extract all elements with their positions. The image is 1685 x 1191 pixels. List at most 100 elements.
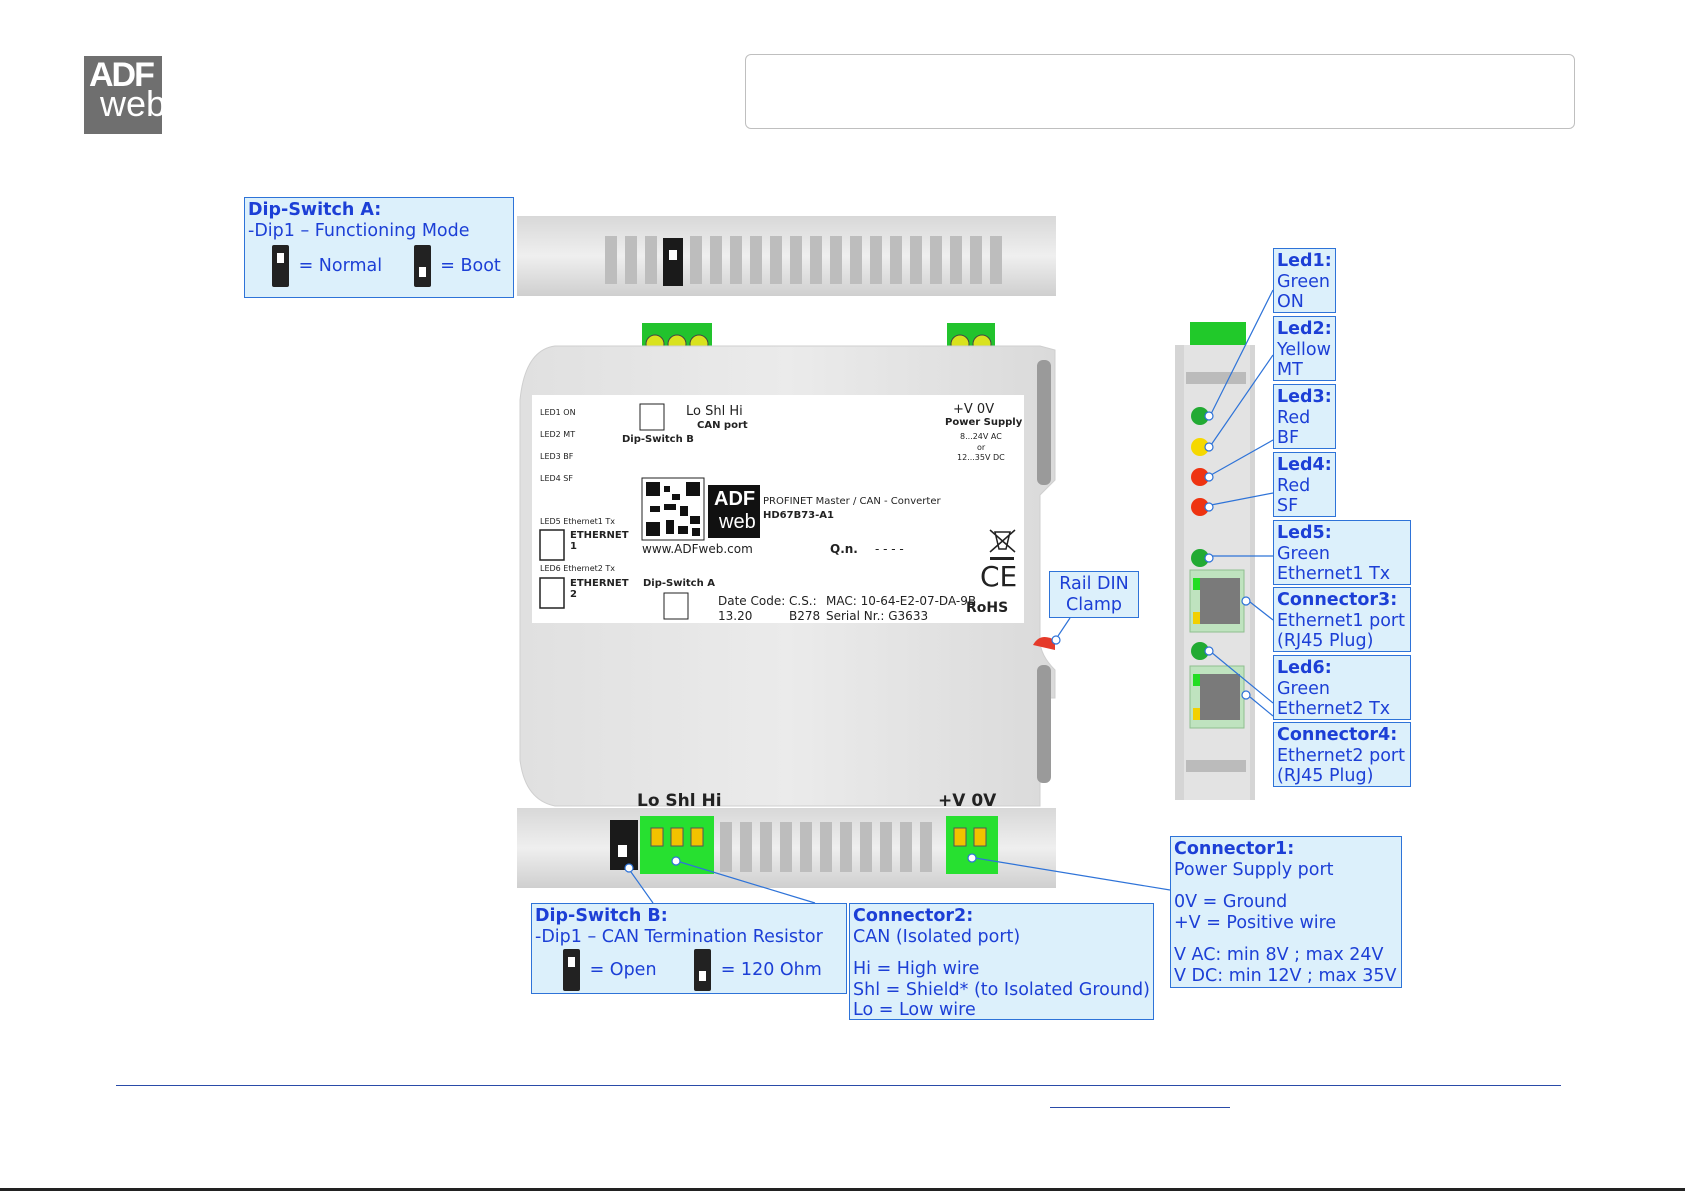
led3-color: Red [1277,407,1311,428]
rail-clip-red [1033,636,1055,650]
callout-led4: Led4: Red SF [1273,452,1336,517]
label-can-port: CAN port [697,420,748,431]
callout-connector2: Connector2: CAN (Isolated port) Hi = Hig… [849,903,1154,1020]
connector1-line2: 0V = Ground [1174,892,1288,912]
dip-b-line: -Dip1 – CAN Termination Resistor [535,926,823,947]
label-qn: Q.n. [830,542,858,556]
led6-color: Green [1277,678,1330,699]
leader-lines [624,289,1274,904]
label-pw-dc: 12...35V DC [957,453,1005,462]
led4-title: Led4: [1277,455,1332,475]
footer-link-underline[interactable] [1050,1107,1230,1108]
label-pw-ac: 8...24V AC [960,432,1002,441]
connector3-line2: (RJ45 Plug) [1277,631,1374,651]
connector2-line3: Shl = Shield* (to Isolated Ground) [853,979,1150,1000]
dip-off-icon [272,245,289,287]
logo-text-adf: ADF [89,56,155,94]
connector2-line4: Lo = Low wire [853,1000,976,1020]
label-can-pins: Lo Shl Hi [686,404,743,419]
callout-dip-switch-a: Dip-Switch A: -Dip1 – Functioning Mode =… [244,197,514,298]
led5-dot [1191,549,1209,567]
label-serial: Serial Nr.: G3633 [826,609,929,623]
led1-color: Green [1277,271,1330,292]
dip-off-icon [563,949,580,991]
led3-title: Led3: [1277,387,1332,407]
led2-meaning: MT [1277,360,1303,380]
svg-text:ADF: ADF [714,488,755,510]
label-ce: CE [980,560,1018,593]
led2-title: Led2: [1277,319,1332,339]
label-web: www.ADFweb.com [642,542,753,556]
dip-b-title: Dip-Switch B: [535,906,668,926]
label-qn-value: - - - - [875,542,904,556]
dip-a-normal: = Normal [298,256,383,276]
led6-dot [1191,642,1209,660]
connector2-line1: CAN (Isolated port) [853,926,1021,947]
footer-divider [116,1085,1561,1086]
qr-code [641,477,705,541]
led3-dot [1191,468,1209,486]
label-eth1: ETHERNET 1 [570,530,629,552]
dip-a-title: Dip-Switch A: [248,200,382,220]
connector4-title: Connector4: [1277,725,1398,745]
led4-meaning: SF [1277,496,1299,516]
led6-meaning: Ethernet2 Tx [1277,699,1391,719]
label-eth2: ETHERNET 2 [570,578,629,600]
label-pw-title: Power Supply [945,417,1023,428]
label-led3: LED3 BF [540,452,574,461]
bottom-border [0,1188,1685,1191]
connector4-line1: Ethernet2 port [1277,745,1405,766]
top-vent-strip [517,216,1056,296]
device-side-view [1175,322,1255,800]
callout-led1: Led1: Green ON [1273,248,1336,313]
svg-text:web: web [718,511,756,533]
callout-led2: Led2: Yellow MT [1273,316,1336,381]
label-mac: MAC: 10-64-E2-07-DA-9B [826,594,977,608]
dip-on-icon [694,949,712,991]
led5-color: Green [1277,543,1330,564]
connector2-title: Connector2: [853,906,974,926]
dip-on-icon [413,245,431,287]
led1-meaning: ON [1277,292,1304,312]
label-logo [708,485,760,538]
callout-connector3: Connector3: Ethernet1 port (RJ45 Plug) [1273,587,1411,652]
led1-title: Led1: [1277,251,1332,271]
connector3-title: Connector3: [1277,590,1398,610]
connector1-title: Connector1: [1174,839,1295,859]
label-led1: LED1 ON [540,408,576,417]
logo-text-web: web [100,83,167,124]
led2-dot [1191,438,1209,456]
header-box [745,54,1575,129]
led4-dot [1191,498,1209,516]
label-product: PROFINET Master / CAN - Converter [763,496,941,507]
callout-led3: Led3: Red BF [1273,384,1336,449]
connector1-line1: Power Supply port [1174,859,1334,880]
rail-din-line1: Rail DIN [1059,574,1129,594]
label-dip-a: Dip-Switch A [643,578,715,589]
label-bottom-can: Lo Shl Hi [637,791,722,811]
led4-color: Red [1277,475,1311,496]
label-pw-or: or [977,443,986,452]
callout-led5: Led5: Green Ethernet1 Tx [1273,520,1411,585]
dip-a-line: -Dip1 – Functioning Mode [248,220,470,241]
label-dip-b: Dip-Switch B [622,434,694,445]
label-cs: C.S.: [789,594,817,608]
led2-color: Yellow [1277,339,1331,360]
callout-connector1: Connector1: Power Supply port 0V = Groun… [1170,836,1402,988]
label-bottom-pw: +V 0V [938,791,997,811]
led1-dot [1191,407,1209,425]
callout-led6: Led6: Green Ethernet2 Tx [1273,655,1411,720]
callout-dip-switch-b: Dip-Switch B: -Dip1 – CAN Termination Re… [531,903,847,994]
connector2-line2: Hi = High wire [853,959,980,979]
label-led2: LED2 MT [540,430,576,439]
callout-rail-din: Rail DIN Clamp [1049,571,1139,618]
connector3-line1: Ethernet1 port [1277,610,1405,631]
dip-b-ohm: = 120 Ohm [720,960,822,980]
label-date-value: 13.20 [718,609,753,623]
connector1-line5: V DC: min 12V ; max 35V [1174,965,1397,986]
connector4-line2: (RJ45 Plug) [1277,766,1374,786]
led3-meaning: BF [1277,428,1300,448]
led6-title: Led6: [1277,658,1332,678]
callout-connector4: Connector4: Ethernet2 port (RJ45 Plug) [1273,722,1411,787]
